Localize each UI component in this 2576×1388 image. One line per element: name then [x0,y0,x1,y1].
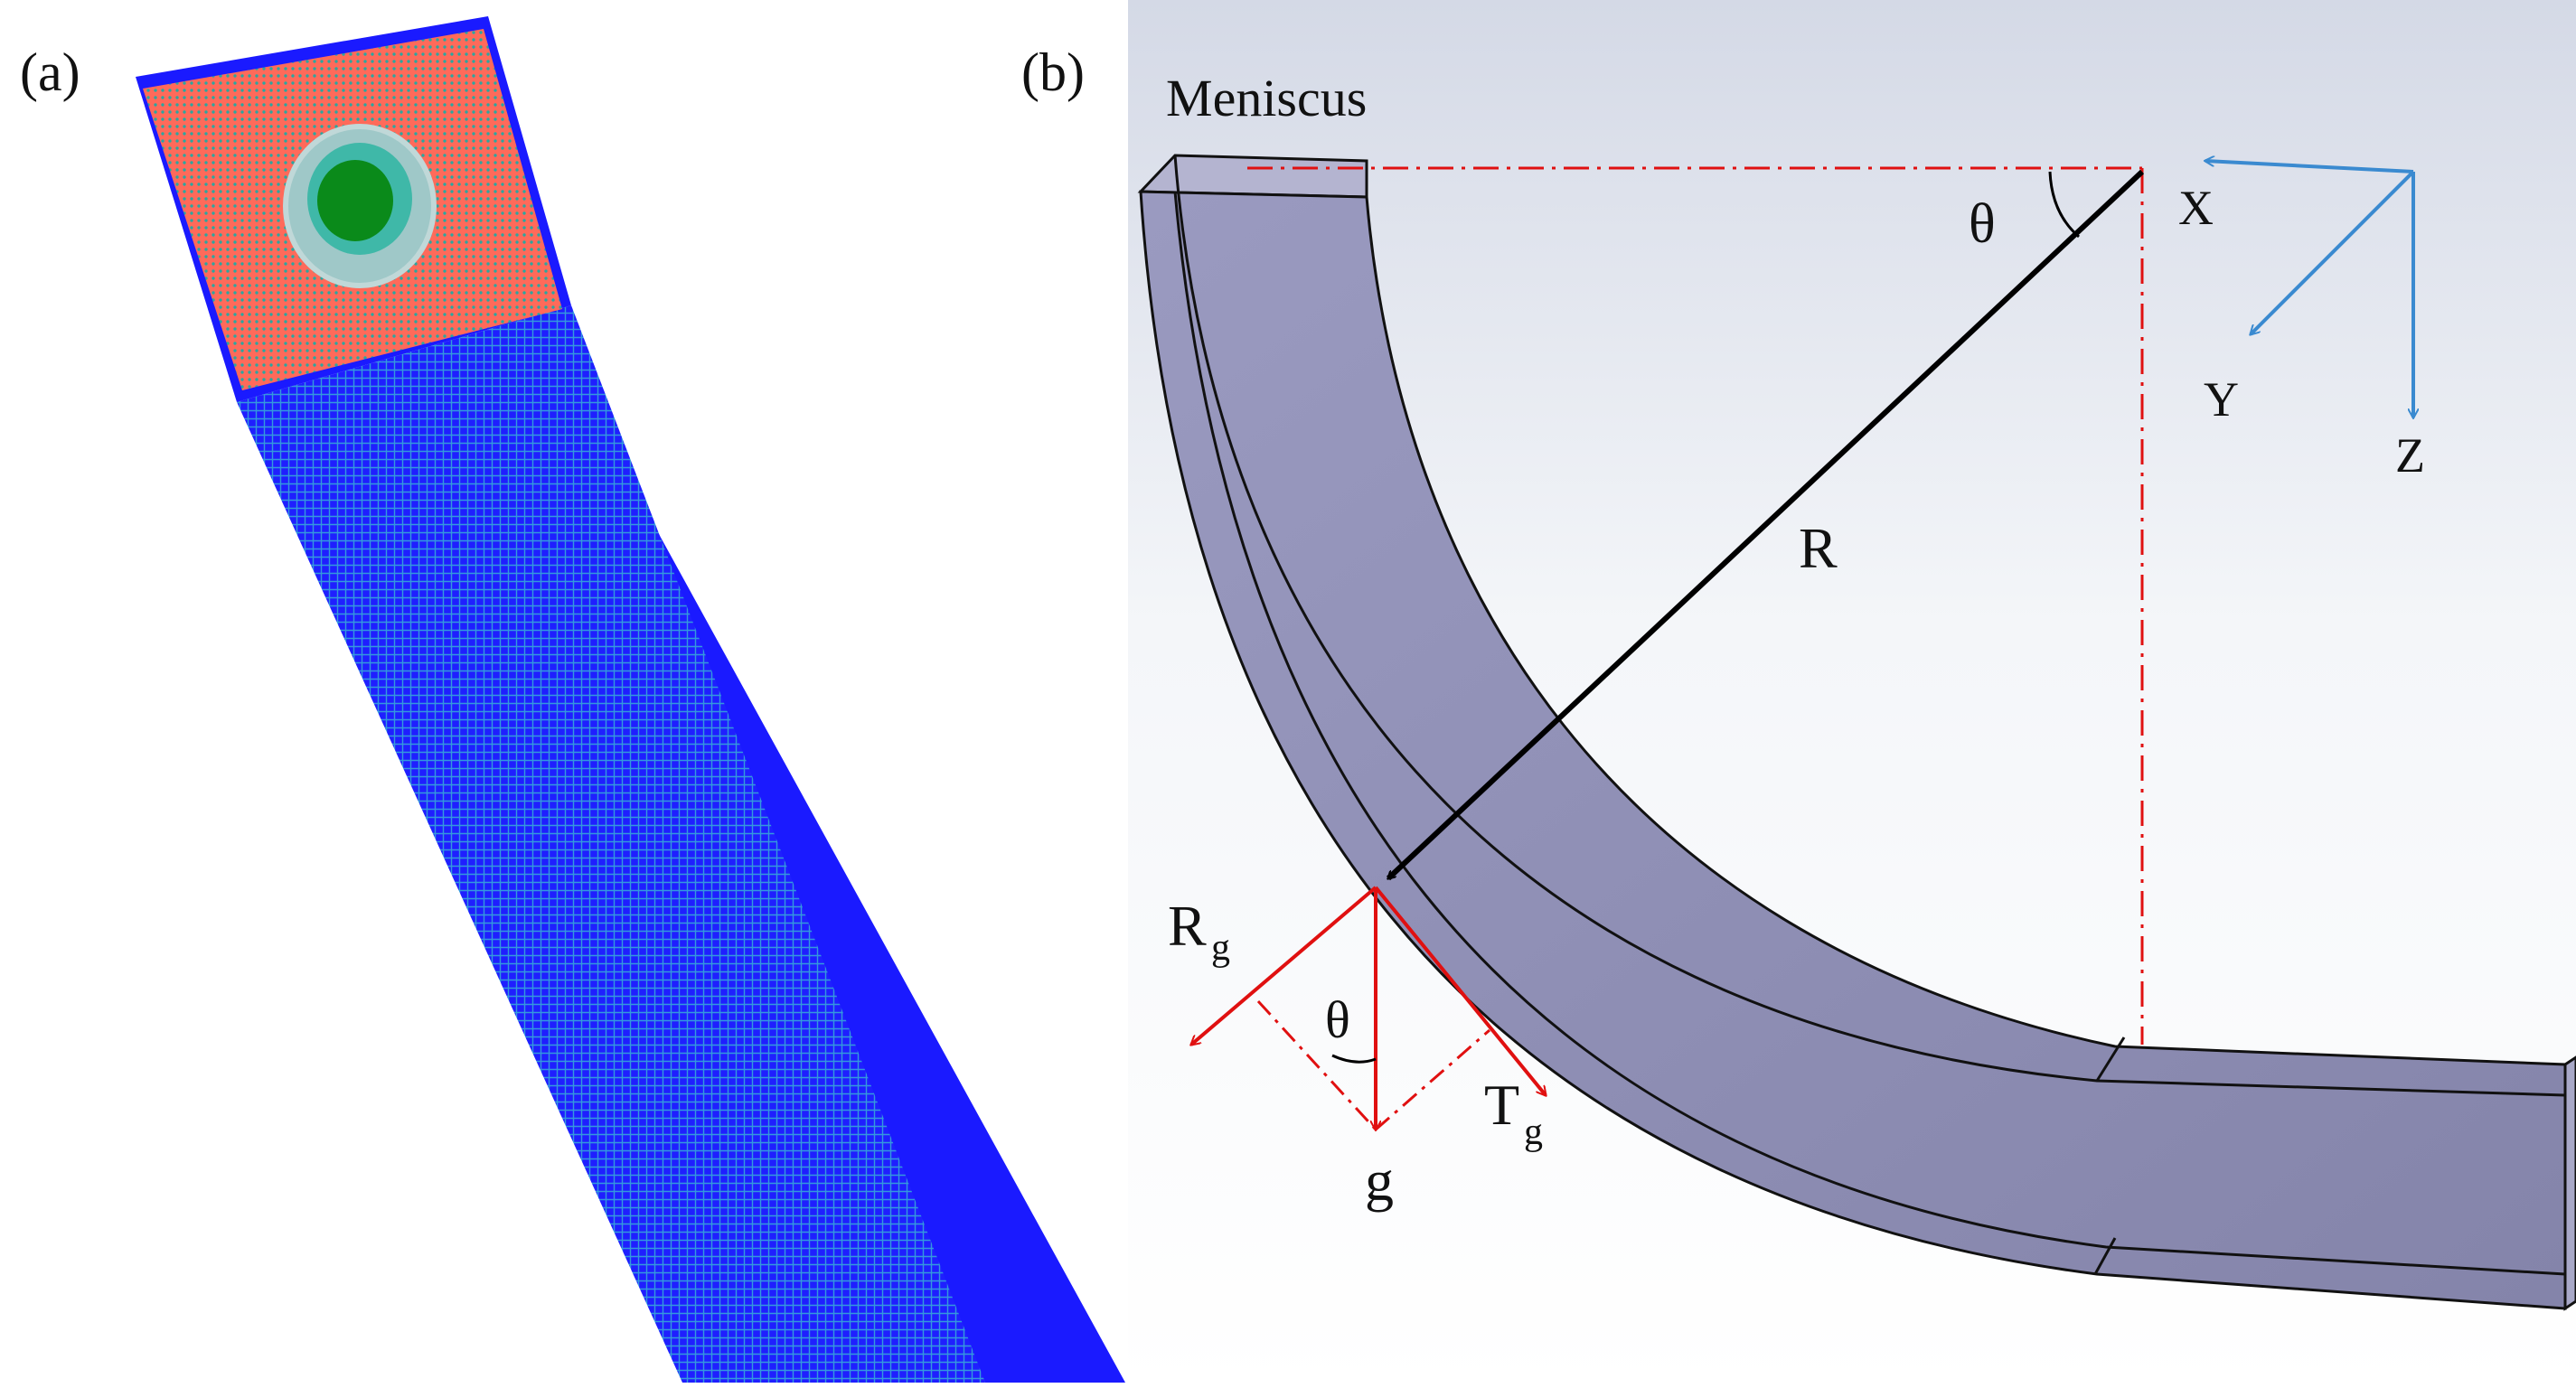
theta-arc [2048,171,2080,239]
axis-y-label: Y [2204,372,2239,427]
radial-force-subscript: g [1211,927,1230,969]
force-theta-label: θ [1325,990,1350,1049]
panel-b-label: (b) [1021,42,1085,102]
tangential-force-label: T [1484,1073,1519,1137]
radial-projection-line [1256,999,1377,1131]
axis-z-label: Z [2395,428,2425,483]
mesh-front-face [237,305,985,1383]
strand-joint-1 [2095,1036,2126,1082]
strand-end-cap [2563,1055,2576,1311]
strand-joint-2 [2093,1237,2117,1275]
force-diagram: θ g R g T g [1168,886,1546,1213]
nozzle-core [317,160,393,241]
tangential-projection-line [1375,1028,1490,1131]
radius-arrow [1388,169,2145,881]
radius-label: R [1799,516,1838,580]
meniscus-label: Meniscus [1166,69,1367,127]
curved-strand [1137,154,2576,1311]
radial-component-arrow [1191,886,1377,1045]
panel-a-label: (a) [20,42,80,102]
axis-x-label: X [2178,181,2214,235]
coordinate-axes: X Y Z [2178,161,2425,483]
panel-a: (a) [20,16,1125,1383]
axis-x-arrow [2205,161,2414,174]
axis-y-arrow [2251,170,2415,334]
force-theta-arc [1331,1054,1377,1064]
strand-inner-line-1 [1173,155,2566,1097]
mesh-front-shade [237,305,985,1383]
tangential-component-arrow [1374,886,1546,1095]
theta-label: θ [1969,193,1996,255]
tangential-force-subscript: g [1524,1111,1543,1153]
strand-inner-line-2 [1173,191,2566,1276]
gravity-label: g [1365,1149,1394,1213]
radial-force-label: R [1168,894,1207,958]
panel-b: (b) Meniscus R θ [1021,0,2576,1388]
